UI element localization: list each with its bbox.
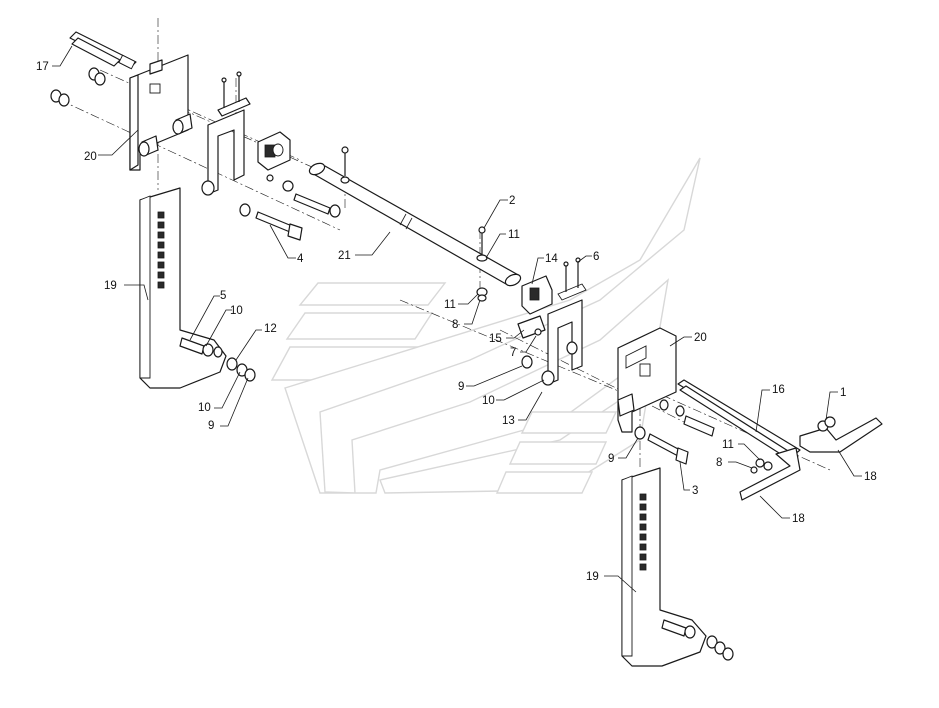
bolt-long-4 <box>255 146 350 241</box>
callout-labels: 17 20 19 5 10 12 10 9 4 21 2 11 14 6 11 … <box>36 61 877 583</box>
callout-11-a: 11 <box>508 229 520 241</box>
callout-10-c: 10 <box>482 395 495 407</box>
right-bracket <box>517 257 587 386</box>
callout-7: 7 <box>510 347 516 359</box>
center-bolt-2 <box>476 226 488 302</box>
chevron-logo-watermark-icon <box>270 157 701 494</box>
left-side-plate <box>129 54 193 171</box>
callout-20-right: 20 <box>694 332 707 344</box>
bolt-3 <box>634 426 689 465</box>
callout-18-a: 18 <box>864 471 877 483</box>
callout-21: 21 <box>338 250 351 262</box>
callout-8-a: 8 <box>452 319 458 331</box>
right-hook <box>799 416 883 453</box>
callout-9-a: 9 <box>208 420 214 432</box>
right-leg-adjust-slots <box>639 493 647 571</box>
callout-9-c: 9 <box>608 453 614 465</box>
right-small-fasteners <box>750 458 773 474</box>
callout-17: 17 <box>36 61 49 73</box>
left-fasteners <box>50 67 106 107</box>
callout-4: 4 <box>297 253 304 265</box>
callout-20-left: 20 <box>84 151 97 163</box>
left-leg <box>139 187 256 389</box>
callout-16: 16 <box>772 384 785 396</box>
callout-10-b: 10 <box>198 402 211 414</box>
callout-2: 2 <box>509 195 515 207</box>
right-handle <box>677 379 801 501</box>
left-bracket <box>201 71 294 217</box>
right-side-plate <box>617 327 715 437</box>
left-handle <box>69 31 137 70</box>
callout-5: 5 <box>220 290 226 302</box>
callout-9-b: 9 <box>458 381 464 393</box>
callout-19-right: 19 <box>586 571 599 583</box>
main-tube <box>308 162 522 287</box>
callout-18-b: 18 <box>792 513 805 525</box>
callout-14: 14 <box>545 253 558 265</box>
callout-11-c: 11 <box>722 439 734 451</box>
right-leg <box>621 467 734 667</box>
callout-3: 3 <box>692 485 698 497</box>
callout-11-b: 11 <box>444 299 456 311</box>
callout-1: 1 <box>840 387 846 399</box>
callout-15: 15 <box>489 333 502 345</box>
callout-19-left: 19 <box>104 280 117 292</box>
callout-12: 12 <box>264 323 277 335</box>
callout-10-a: 10 <box>230 305 243 317</box>
leader-lines <box>52 45 862 593</box>
callout-6: 6 <box>593 251 599 263</box>
left-leg-adjust-slots <box>157 211 165 289</box>
callout-13: 13 <box>502 415 515 427</box>
callout-8-b: 8 <box>716 457 722 469</box>
